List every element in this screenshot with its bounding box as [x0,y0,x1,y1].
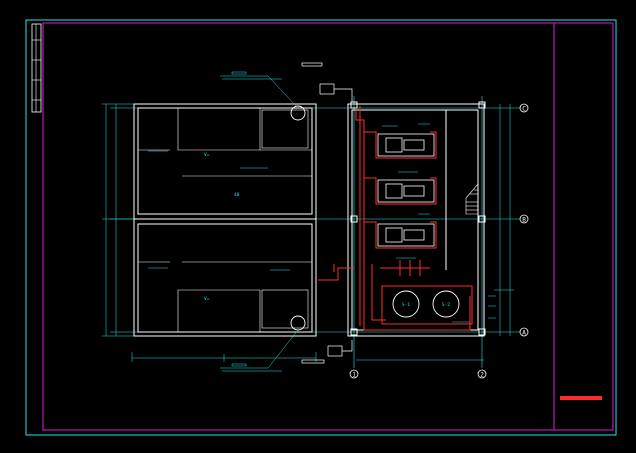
stair-icon [465,183,479,215]
grid-bubble-c: C [519,103,529,113]
upper-tank-volume: V= [204,152,210,158]
pressure-vessel-right: S-2 [432,290,460,318]
dimension-lines [102,103,514,362]
valve-boxes [301,62,353,364]
left-margin-strip [31,23,42,113]
pump-unit-1 [377,133,435,157]
outer-frame [25,19,617,436]
grid-bubble-2: 2 [477,369,487,379]
red-piping [318,106,473,331]
grid-label-1: 1 [352,372,356,379]
pump-room-annotations [382,123,496,323]
vessel-left-label: S-1 [402,302,410,308]
pressure-vessel-left: S-1 [392,290,420,318]
grid-bubble-b: B [519,214,529,224]
grid-bubble-1: 1 [349,369,359,379]
lower-tank-baffles [138,261,312,332]
grid-label-c: C [522,106,526,113]
upper-leader-callouts [148,71,299,372]
water-tank-structure [133,103,317,337]
circle-icon [290,105,306,331]
grid-bubble-a: A [519,327,529,337]
center-span-dimension: 40 [234,192,240,198]
upper-tank-baffles [138,108,312,177]
inner-frame [42,22,614,431]
grid-label-b: B [522,217,526,224]
grid-label-2: 2 [480,372,484,379]
lower-tank-volume: V= [204,296,210,302]
grid-label-a: A [522,330,526,337]
grid-lines [110,96,520,368]
pump-unit-3 [377,223,435,247]
title-bar [560,396,602,400]
pump-unit-2 [377,179,435,203]
vessel-right-label: S-2 [442,302,450,308]
